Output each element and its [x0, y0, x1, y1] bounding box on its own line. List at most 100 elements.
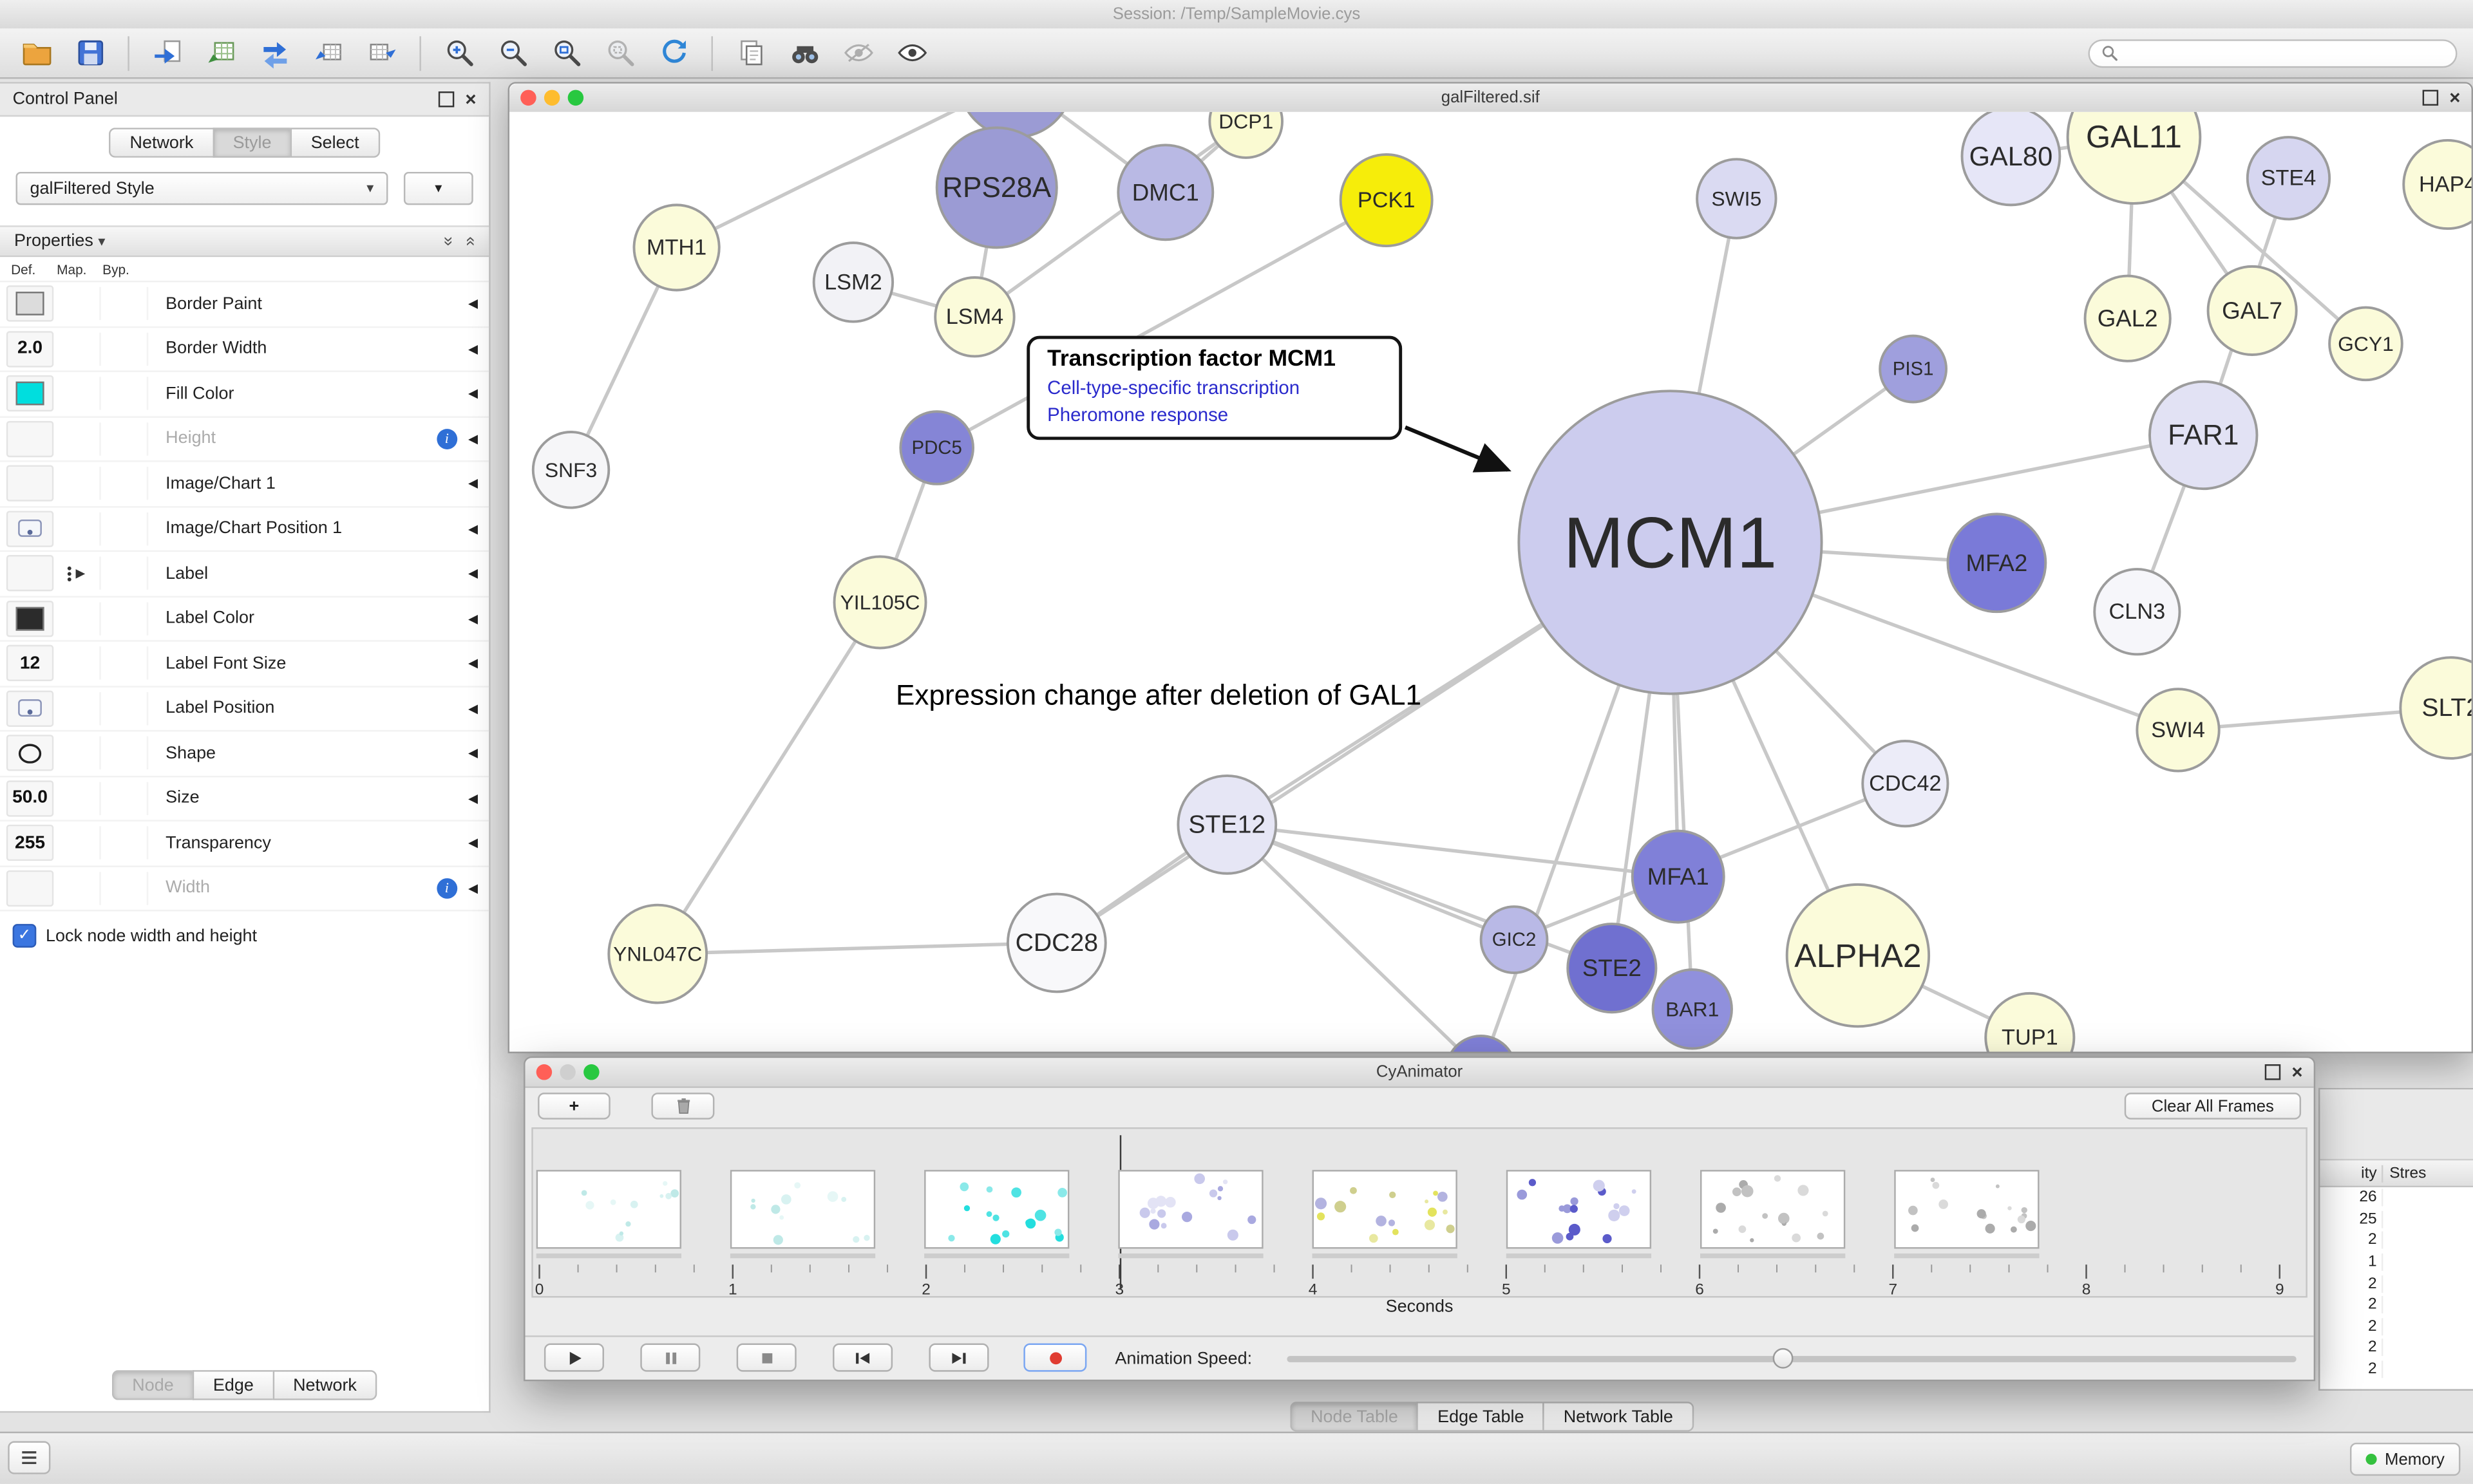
- info-icon[interactable]: i: [436, 878, 457, 899]
- edge-PCK1-PDC5[interactable]: [936, 198, 1387, 449]
- export-network-button[interactable]: [361, 32, 403, 73]
- lock-size-checkbox[interactable]: ✓: [12, 924, 37, 948]
- previous-frame-button[interactable]: [833, 1343, 893, 1372]
- property-row-image-chart-position-1[interactable]: Image/Chart Position 1◀: [0, 507, 489, 552]
- node-STE2[interactable]: STE2: [1566, 923, 1658, 1014]
- node-SNF3[interactable]: SNF3: [531, 431, 611, 509]
- import-network-button[interactable]: [254, 32, 295, 73]
- float-window-icon[interactable]: [2264, 1064, 2281, 1080]
- play-button[interactable]: [544, 1343, 604, 1372]
- node-HAP4[interactable]: HAP4: [2402, 139, 2472, 230]
- table-column-header[interactable]: Stres: [2389, 1164, 2427, 1182]
- expand-arrow-icon[interactable]: ◀: [468, 521, 478, 536]
- annotation-box[interactable]: Transcription factor MCM1 Cell-type-spec…: [1027, 335, 1403, 440]
- node-ALPHA2[interactable]: ALPHA2: [1785, 883, 1931, 1028]
- expand-arrow-icon[interactable]: ◀: [468, 791, 478, 805]
- expand-arrow-icon[interactable]: ◀: [468, 881, 478, 896]
- hide-selected-button[interactable]: [837, 32, 878, 73]
- save-session-button[interactable]: [70, 32, 111, 73]
- table-row[interactable]: 2: [2320, 1230, 2473, 1252]
- node-PDC5[interactable]: PDC5: [899, 410, 974, 485]
- node-MFA1[interactable]: MFA1: [1631, 829, 1725, 924]
- edge-STE12-MFA1[interactable]: [1226, 823, 1679, 879]
- edge-STE12-GIC2[interactable]: [1226, 823, 1515, 942]
- node-LSM2[interactable]: LSM2: [812, 241, 895, 323]
- thumbnail-scrollbar[interactable]: [730, 1253, 876, 1259]
- style-tab-network[interactable]: Network: [272, 1370, 377, 1400]
- node-PCK1[interactable]: PCK1: [1339, 153, 1434, 248]
- expand-arrow-icon[interactable]: ◀: [468, 297, 478, 312]
- expand-arrow-icon[interactable]: ◀: [468, 611, 478, 626]
- node-MCM1[interactable]: MCM1: [1517, 390, 1823, 695]
- table-row[interactable]: 2: [2320, 1295, 2473, 1316]
- property-row-label-color[interactable]: Label Color◀: [0, 597, 489, 642]
- cyanimator-titlebar[interactable]: CyAnimator ×: [525, 1058, 2314, 1088]
- search-network-button[interactable]: [784, 32, 825, 73]
- thumbnail-scrollbar[interactable]: [1312, 1253, 1457, 1259]
- thumbnail-scrollbar[interactable]: [1506, 1253, 1652, 1259]
- style-options-button[interactable]: ▾: [403, 171, 473, 205]
- frame-thumbnail-8[interactable]: [1894, 1170, 2040, 1249]
- style-tab-edge[interactable]: Edge: [193, 1370, 273, 1400]
- zoom-fit-button[interactable]: [545, 32, 587, 73]
- info-icon[interactable]: i: [436, 428, 457, 449]
- annotation-link[interactable]: Cell-type-specific transcription: [1047, 377, 1300, 399]
- edge-DCP1-LSM4[interactable]: [973, 120, 1247, 319]
- node-DCP1[interactable]: DCP1: [1208, 111, 1284, 159]
- style-tab-node[interactable]: Node: [111, 1370, 193, 1400]
- frame-thumbnail-6[interactable]: [1506, 1170, 1652, 1249]
- node-SLT2[interactable]: SLT2: [2399, 656, 2472, 760]
- node-BAR1[interactable]: BAR1: [1651, 968, 1733, 1050]
- show-all-button[interactable]: [891, 32, 933, 73]
- close-traffic-icon[interactable]: [520, 89, 536, 106]
- slider-thumb[interactable]: [1772, 1348, 1793, 1369]
- thumbnail-scrollbar[interactable]: [536, 1253, 681, 1259]
- node-DMC1[interactable]: DMC1: [1117, 144, 1215, 241]
- minimize-traffic-icon[interactable]: [544, 89, 560, 106]
- node-TUP1[interactable]: TUP1: [1984, 991, 2076, 1052]
- zoom-traffic-icon[interactable]: [583, 1064, 600, 1080]
- frame-thumbnail-1[interactable]: [536, 1170, 681, 1249]
- table-row[interactable]: 1: [2320, 1252, 2473, 1273]
- edge-RPS28B-MTH1[interactable]: [676, 111, 1016, 249]
- memory-button[interactable]: Memory: [2350, 1442, 2461, 1476]
- close-icon[interactable]: ×: [465, 88, 477, 111]
- node-SWI5[interactable]: SWI5: [1696, 158, 1777, 240]
- node-CDC42[interactable]: CDC42: [1861, 740, 1949, 828]
- search-field[interactable]: [2088, 39, 2458, 68]
- clone-network-button[interactable]: [730, 32, 772, 73]
- node-GIC2[interactable]: GIC2: [1479, 905, 1549, 974]
- node-SWI4[interactable]: SWI4: [2136, 688, 2221, 773]
- table-header-row[interactable]: ity Stres: [2320, 1160, 2473, 1188]
- tab-select[interactable]: Select: [290, 127, 380, 158]
- property-row-image-chart-1[interactable]: Image/Chart 1◀: [0, 462, 489, 507]
- zoom-traffic-icon[interactable]: [567, 89, 584, 106]
- frame-thumbnail-3[interactable]: [924, 1170, 1070, 1249]
- expand-all-icon[interactable]: »: [460, 236, 480, 247]
- import-network-file-button[interactable]: [308, 32, 349, 73]
- table-row[interactable]: 2: [2320, 1337, 2473, 1358]
- frame-thumbnail-4[interactable]: [1118, 1170, 1264, 1249]
- node-LSM4[interactable]: LSM4: [934, 276, 1016, 358]
- expand-arrow-icon[interactable]: ◀: [468, 701, 478, 716]
- expand-arrow-icon[interactable]: ◀: [468, 476, 478, 491]
- property-row-label-position[interactable]: Label Position◀: [0, 687, 489, 732]
- close-icon[interactable]: ×: [2291, 1061, 2303, 1084]
- table-row[interactable]: 25: [2320, 1208, 2473, 1230]
- import-table-button[interactable]: [200, 32, 242, 73]
- node-GAL2[interactable]: GAL2: [2083, 274, 2172, 362]
- panel-menu-button[interactable]: [8, 1441, 51, 1474]
- frame-thumbnail-7[interactable]: [1700, 1170, 1846, 1249]
- clear-all-frames-button[interactable]: Clear All Frames: [2124, 1093, 2302, 1120]
- table-row[interactable]: 26: [2320, 1187, 2473, 1208]
- delete-frame-button[interactable]: [651, 1093, 715, 1120]
- network-window-titlebar[interactable]: galFiltered.sif ×: [509, 83, 2472, 114]
- node-PIS1[interactable]: PIS1: [1879, 334, 1948, 404]
- node-STE4[interactable]: STE4: [2246, 136, 2331, 221]
- refresh-view-button[interactable]: [653, 32, 694, 73]
- expand-arrow-icon[interactable]: ◀: [468, 431, 478, 446]
